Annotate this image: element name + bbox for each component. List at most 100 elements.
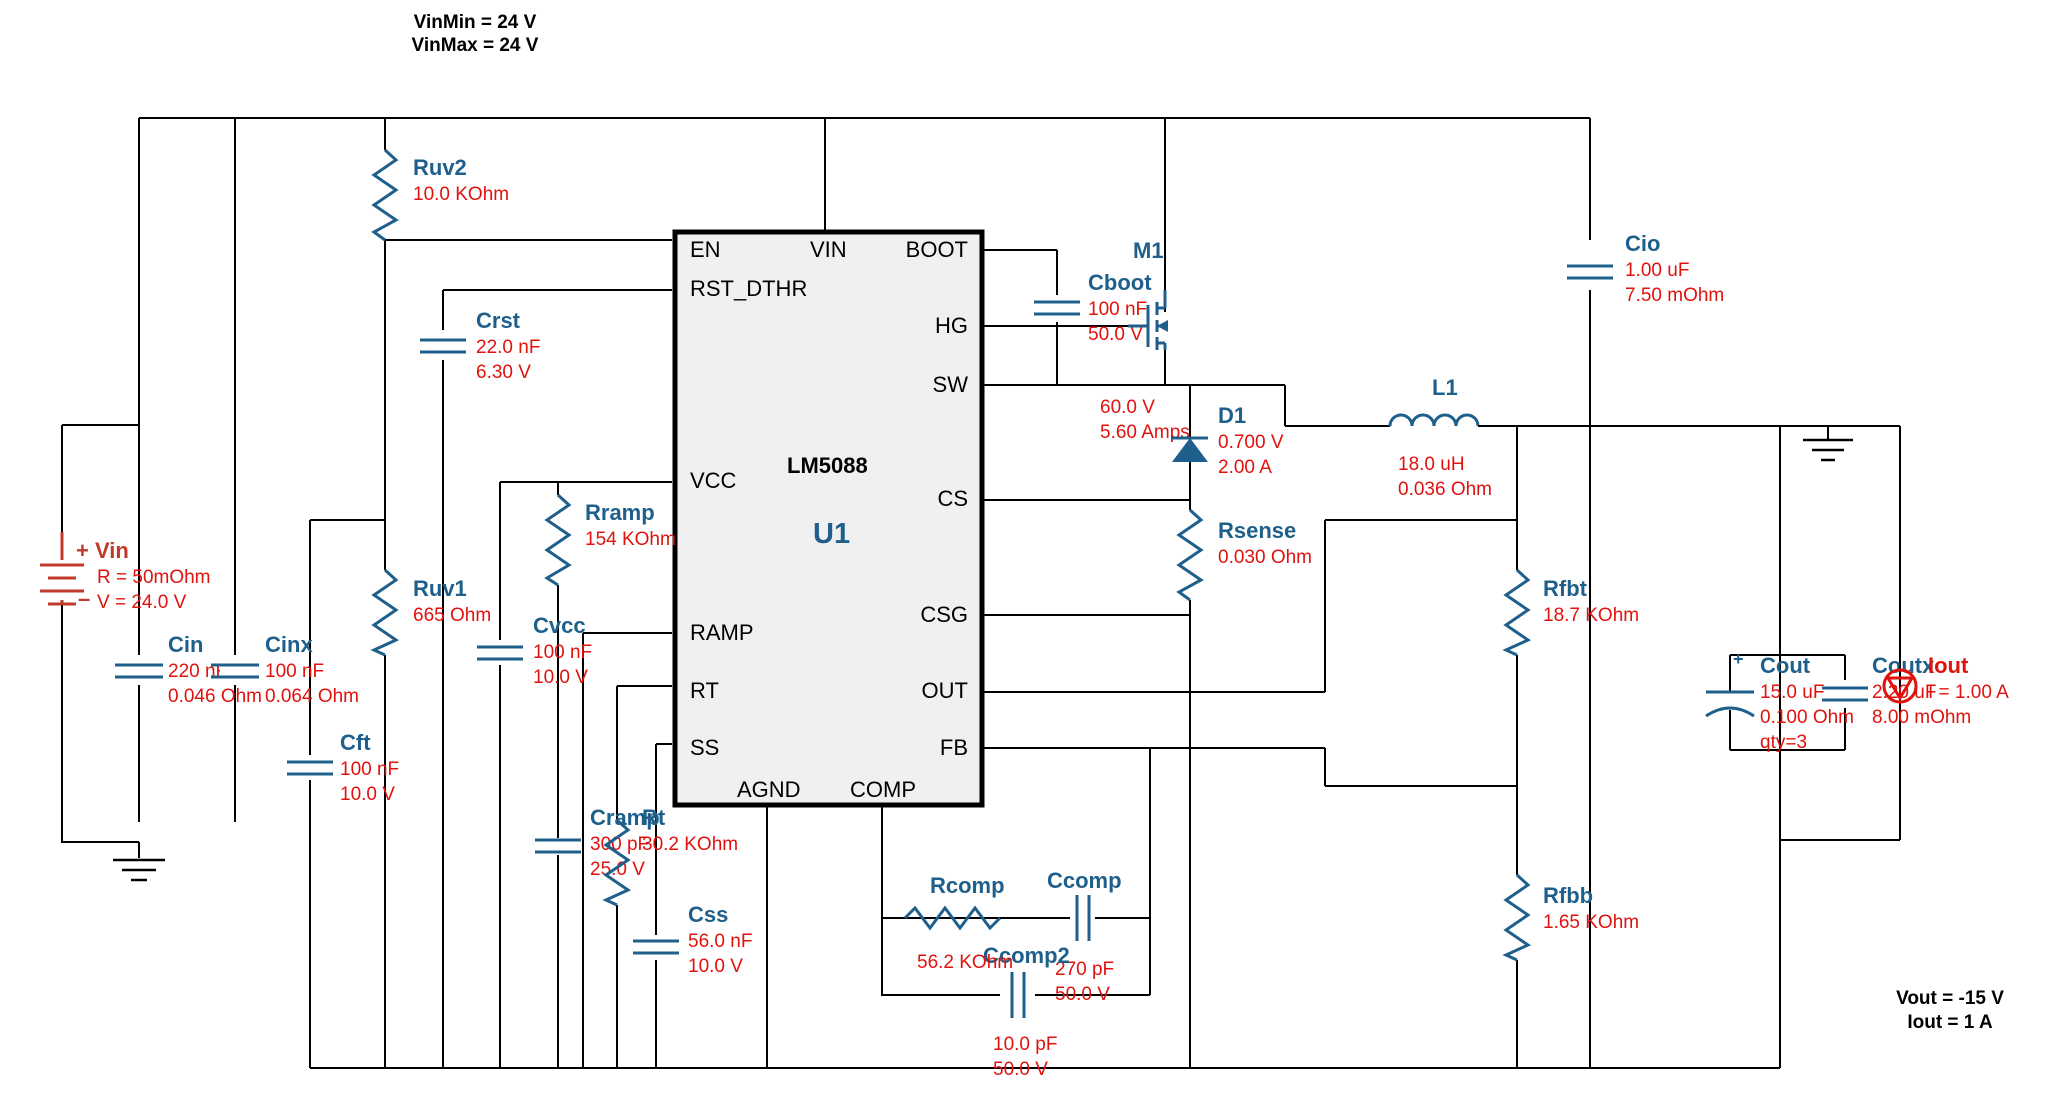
svg-text:M1: M1 bbox=[1133, 238, 1164, 263]
svg-text:D1: D1 bbox=[1218, 403, 1246, 428]
ic-u1: EN RST_DTHR VCC RAMP RT SS VIN BOOT HG S… bbox=[672, 229, 985, 808]
header-annotations: VinMin = 24 V VinMax = 24 V bbox=[412, 12, 539, 56]
svg-text:Css: Css bbox=[688, 902, 728, 927]
svg-text:100 nF: 100 nF bbox=[1088, 299, 1147, 320]
svg-text:Ccomp: Ccomp bbox=[1047, 868, 1122, 893]
iout-label: Iout = 1 A bbox=[1907, 1012, 1993, 1033]
resistor-rfbt: Rfbt 18.7 KOhm bbox=[1502, 568, 1639, 657]
svg-text:Crst: Crst bbox=[476, 308, 521, 333]
vin-name: Vin bbox=[95, 538, 129, 563]
svg-text:2.00 A: 2.00 A bbox=[1218, 457, 1272, 478]
svg-text:300 pF: 300 pF bbox=[590, 834, 649, 855]
svg-text:–: – bbox=[78, 586, 90, 611]
svg-text:0.100 Ohm: 0.100 Ohm bbox=[1760, 707, 1854, 728]
capacitor-cout: + Cout 15.0 uF 0.100 Ohm qty=3 bbox=[1705, 649, 1854, 753]
svg-text:Rfbb: Rfbb bbox=[1543, 883, 1593, 908]
wires bbox=[61, 117, 1901, 1069]
capacitor-cio: Cio 1.00 uF 7.50 mOhm bbox=[1567, 231, 1724, 306]
capacitor-coutx: Coutx 2.20 uF 8.00 mOhm bbox=[1822, 653, 1971, 728]
svg-text:25.0 V: 25.0 V bbox=[590, 859, 645, 880]
svg-text:+: + bbox=[76, 538, 89, 563]
svg-text:10.0 V: 10.0 V bbox=[688, 956, 743, 977]
pin-boot: BOOT bbox=[906, 237, 968, 262]
svg-text:Cin: Cin bbox=[168, 632, 203, 657]
pin-rt: RT bbox=[690, 678, 719, 703]
svg-text:0.700 V: 0.700 V bbox=[1218, 432, 1284, 453]
vin-max-label: VinMax = 24 V bbox=[412, 35, 539, 56]
svg-text:5.60 Amps: 5.60 Amps bbox=[1100, 422, 1190, 443]
pin-comp: COMP bbox=[850, 777, 916, 802]
svg-text:100 nF: 100 nF bbox=[533, 642, 592, 663]
svg-text:22.0 nF: 22.0 nF bbox=[476, 337, 540, 358]
resistor-rfbb: Rfbb 1.65 KOhm bbox=[1502, 873, 1639, 962]
pin-csg: CSG bbox=[920, 602, 968, 627]
svg-text:50.0 V: 50.0 V bbox=[1088, 324, 1143, 345]
capacitor-cboot: Cboot 100 nF 50.0 V bbox=[1034, 270, 1152, 345]
resistor-rsense: Rsense 0.030 Ohm bbox=[1176, 508, 1312, 602]
svg-text:qty=3: qty=3 bbox=[1760, 732, 1807, 753]
pin-hg: HG bbox=[935, 313, 968, 338]
ic-model: LM5088 bbox=[787, 453, 868, 478]
inductor-l1: L1 18.0 uH 0.036 Ohm bbox=[1380, 375, 1500, 500]
vin-v: V = 24.0 V bbox=[97, 592, 187, 613]
capacitor-cramp: Cramp 300 pF 25.0 V bbox=[535, 805, 660, 880]
vin-r: R = 50mOhm bbox=[97, 567, 211, 588]
svg-text:100 nF: 100 nF bbox=[265, 661, 324, 682]
resistor-rcomp: Rcomp 56.2 KOhm bbox=[882, 873, 1150, 973]
svg-text:154 KOhm: 154 KOhm bbox=[585, 529, 676, 550]
svg-text:50.0 V: 50.0 V bbox=[1055, 984, 1110, 1005]
pin-out: OUT bbox=[922, 678, 968, 703]
pin-vin: VIN bbox=[810, 237, 847, 262]
svg-text:6.30 V: 6.30 V bbox=[476, 362, 531, 383]
capacitor-cft: Cft 100 nF 10.0 V bbox=[287, 730, 399, 805]
svg-text:60.0 V: 60.0 V bbox=[1100, 397, 1155, 418]
footer-annotations: Vout = -15 V Iout = 1 A bbox=[1896, 988, 2004, 1033]
svg-text:Cvcc: Cvcc bbox=[533, 613, 586, 638]
vin-min-label: VinMin = 24 V bbox=[414, 12, 537, 33]
pin-cs: CS bbox=[937, 486, 968, 511]
svg-text:10.0 V: 10.0 V bbox=[340, 784, 395, 805]
svg-text:0.030 Ohm: 0.030 Ohm bbox=[1218, 547, 1312, 568]
capacitor-ccomp: Ccomp 270 pF 50.0 V bbox=[1047, 868, 1122, 1005]
resistor-rt: Rt 30.2 KOhm bbox=[602, 805, 738, 907]
capacitor-cvcc: Cvcc 100 nF 10.0 V bbox=[477, 613, 592, 688]
svg-text:Cft: Cft bbox=[340, 730, 371, 755]
diode-d1: D1 0.700 V 2.00 A bbox=[1172, 403, 1284, 478]
svg-text:0.046 Ohm: 0.046 Ohm bbox=[168, 686, 262, 707]
capacitor-css: Css 56.0 nF 10.0 V bbox=[633, 902, 752, 977]
pin-en: EN bbox=[690, 237, 721, 262]
svg-text:L1: L1 bbox=[1432, 375, 1458, 400]
svg-text:0.036 Ohm: 0.036 Ohm bbox=[1398, 479, 1492, 500]
resistor-ruv1: Ruv1 665 Ohm bbox=[370, 568, 491, 657]
svg-text:Cout: Cout bbox=[1760, 653, 1811, 678]
pin-ramp: RAMP bbox=[690, 620, 754, 645]
svg-text:1.00 uF: 1.00 uF bbox=[1625, 260, 1689, 281]
ground-icon bbox=[113, 858, 165, 882]
svg-text:Ruv1: Ruv1 bbox=[413, 576, 467, 601]
resistor-rramp: Rramp 154 KOhm bbox=[544, 493, 676, 587]
svg-text:+: + bbox=[1733, 649, 1744, 669]
svg-text:10.0 V: 10.0 V bbox=[533, 667, 588, 688]
svg-text:Rramp: Rramp bbox=[585, 500, 655, 525]
pin-agnd: AGND bbox=[737, 777, 801, 802]
svg-text:Rsense: Rsense bbox=[1218, 518, 1296, 543]
svg-text:Cinx: Cinx bbox=[265, 632, 313, 657]
svg-text:665 Ohm: 665 Ohm bbox=[413, 605, 491, 626]
svg-text:270 pF: 270 pF bbox=[1055, 959, 1114, 980]
current-source-iout: Iout I = 1.00 A bbox=[1882, 653, 2009, 704]
svg-text:56.0 nF: 56.0 nF bbox=[688, 931, 752, 952]
svg-text:Rfbt: Rfbt bbox=[1543, 576, 1588, 601]
capacitor-ccomp2: Ccomp2 10.0 pF 50.0 V bbox=[983, 943, 1070, 1080]
svg-text:8.00 mOhm: 8.00 mOhm bbox=[1872, 707, 1971, 728]
ic-ref: U1 bbox=[813, 518, 850, 550]
svg-text:I = 1.00 A: I = 1.00 A bbox=[1928, 682, 2009, 703]
mosfet-m1: M1 60.0 V 5.60 Amps bbox=[1100, 238, 1190, 443]
resistor-ruv2: Ruv2 10.0 KOhm bbox=[371, 148, 509, 242]
svg-text:Iout: Iout bbox=[1928, 653, 1969, 678]
svg-text:7.50 mOhm: 7.50 mOhm bbox=[1625, 285, 1724, 306]
pin-ss: SS bbox=[690, 735, 719, 760]
svg-text:Coutx: Coutx bbox=[1872, 653, 1935, 678]
svg-text:15.0 uF: 15.0 uF bbox=[1760, 682, 1824, 703]
svg-text:Rcomp: Rcomp bbox=[930, 873, 1005, 898]
